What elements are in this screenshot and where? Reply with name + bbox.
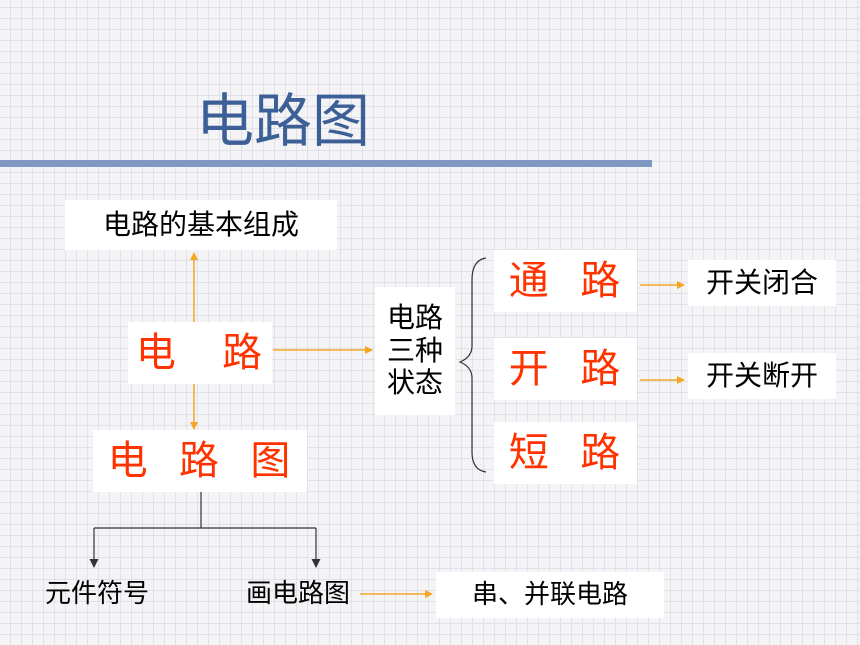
title-underline (0, 160, 652, 167)
state-short-circuit: 短 路 (494, 422, 637, 484)
state-closed-circuit: 通 路 (494, 250, 637, 312)
node-basic-composition: 电路的基本组成 (65, 200, 337, 250)
node-circuit: 电 路 (128, 322, 272, 384)
node-switch-open: 开关断开 (688, 353, 836, 399)
node-switch-closed: 开关闭合 (688, 260, 836, 306)
states-brace (458, 257, 487, 473)
node-component-symbols: 元件符号 (45, 579, 150, 609)
node-draw-diagram: 画电路图 (246, 579, 351, 609)
state-open-circuit: 开 路 (494, 338, 637, 400)
slide-title: 电路图 (196, 87, 371, 155)
node-circuit-diagram: 电 路 图 (93, 430, 307, 492)
node-three-states: 电路 三种 状态 (375, 287, 455, 415)
node-series-parallel: 串、并联电路 (436, 572, 664, 618)
